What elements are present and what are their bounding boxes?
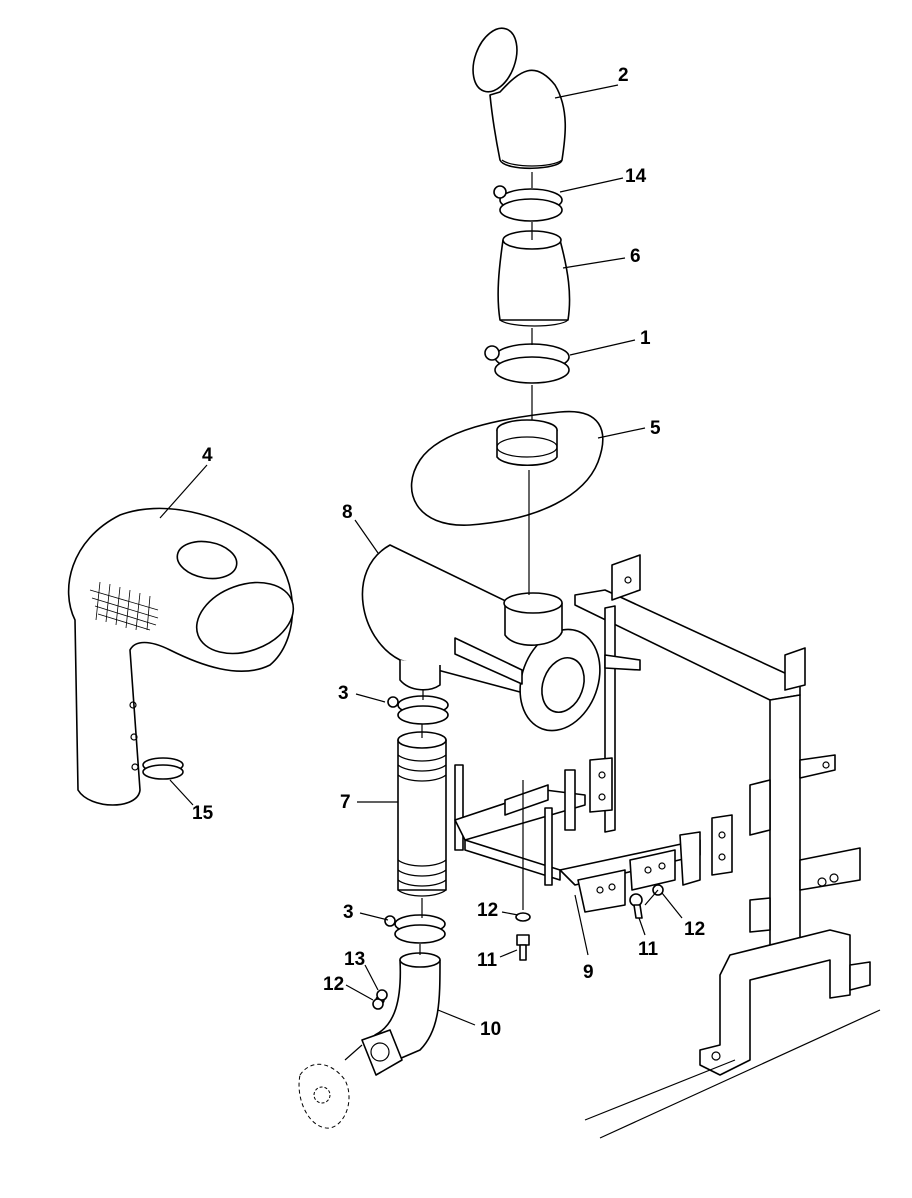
gasket-outline [298, 1063, 350, 1129]
callout-4: 4 [202, 445, 213, 466]
part-1-clamp [484, 343, 570, 384]
part-15-clamp [142, 757, 184, 780]
callout-12c: 12 [323, 974, 344, 995]
callout-3b: 3 [343, 902, 354, 923]
callout-labels: 2 14 6 1 5 4 8 3 7 15 3 12 11 9 11 12 13… [192, 65, 705, 1040]
ground-lines [584, 1009, 881, 1139]
part-2-exhaust-elbow [472, 27, 567, 170]
callout-11a: 11 [477, 950, 498, 971]
callout-3a: 3 [338, 683, 349, 704]
callout-12a: 12 [477, 900, 498, 921]
part-3-clamp-lower [384, 914, 446, 944]
callout-11b: 11 [638, 939, 659, 960]
callout-8: 8 [342, 502, 353, 523]
callout-9: 9 [583, 962, 594, 983]
callout-12b: 12 [684, 919, 705, 940]
callout-14: 14 [625, 166, 647, 187]
frame-rack [574, 554, 871, 1076]
part-4-heat-cover [67, 507, 295, 806]
callout-10: 10 [480, 1019, 501, 1040]
part-10-elbow-flange [361, 952, 441, 1076]
callout-15: 15 [192, 803, 214, 824]
callout-7: 7 [340, 792, 351, 813]
callout-2: 2 [618, 65, 629, 86]
leader-lines [159, 84, 683, 1061]
part-8-muffler [361, 544, 601, 732]
part-3-clamp-upper [387, 695, 449, 725]
bolt-washer-small-parts [372, 884, 664, 1010]
part-9-bracket [454, 764, 701, 913]
part-5-shield-plate [410, 410, 604, 526]
part-14-clamp [493, 185, 563, 222]
assembly-lines [419, 172, 659, 955]
callout-1: 1 [640, 328, 651, 349]
callout-6: 6 [630, 246, 641, 267]
callout-13: 13 [344, 949, 365, 970]
callout-5: 5 [650, 418, 661, 439]
part-6-reducer [497, 230, 571, 327]
part-7-flex-pipe [397, 731, 447, 897]
